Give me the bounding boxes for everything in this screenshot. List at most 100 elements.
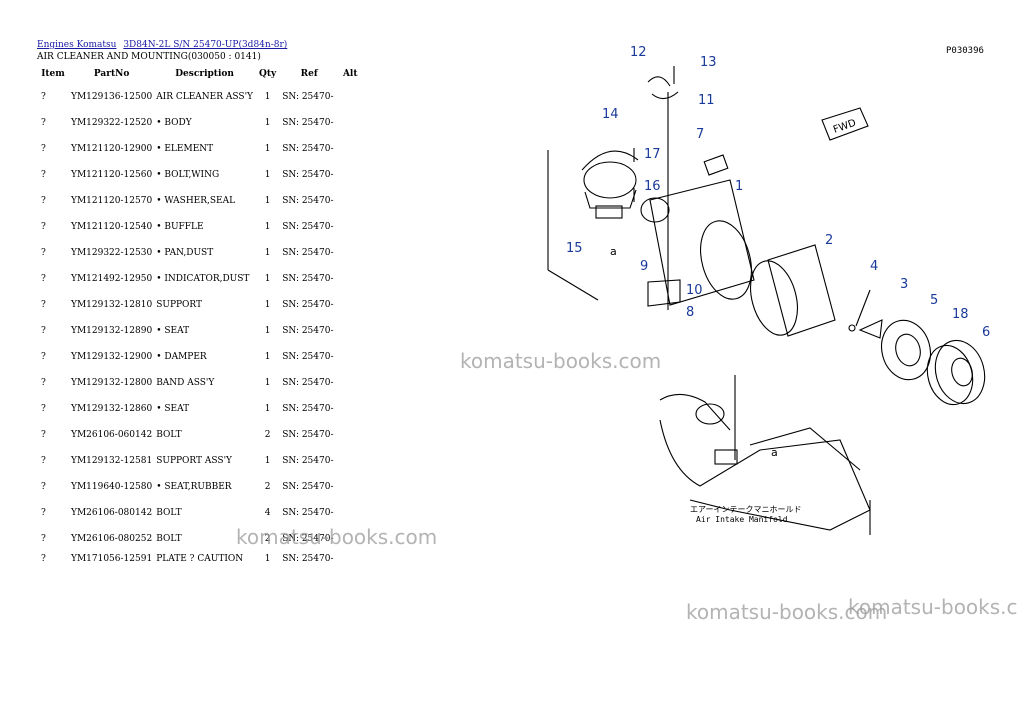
breadcrumb-link-model[interactable]: 3D84N-2L S/N 25470-UP(3d84n-8r): [123, 40, 288, 50]
callout-label: 9: [640, 259, 648, 274]
row-qty: 2: [264, 430, 271, 440]
row-partno: YM171056-12591: [71, 554, 153, 564]
row-qty: 1: [264, 248, 271, 258]
row-ref: SN: 25470-: [282, 378, 334, 388]
row-description: • WASHER,SEAL: [156, 196, 236, 206]
row-alt: [338, 370, 362, 396]
watermark: komatsu-books.com: [236, 525, 438, 549]
callout-label: 5: [930, 293, 938, 308]
section-title: AIR CLEANER AND MOUNTING(030050 : 0141): [37, 52, 261, 62]
row-partno: YM129132-12810: [71, 300, 153, 310]
row-description: • SEAT,RUBBER: [156, 482, 232, 492]
row-ref: SN: 25470-: [282, 92, 334, 102]
row-description: • SEAT: [156, 404, 190, 414]
row-qty: 1: [264, 144, 271, 154]
row-alt: [338, 396, 362, 422]
row-ref: SN: 25470-: [282, 554, 334, 564]
row-ref: SN: 25470-: [282, 300, 334, 310]
col-header-ref: Ref: [300, 68, 318, 79]
row-qty: 1: [264, 352, 271, 362]
callout-label: 3: [900, 277, 908, 292]
callout-label: a: [771, 446, 778, 459]
watermark: komatsu-books.com: [460, 349, 662, 373]
parts-diagram: FWD 12 13 11 14 7 17 16 1 15 a 2 9 10 8 …: [547, 45, 990, 535]
row-alt: [338, 474, 362, 500]
row-alt: [338, 292, 362, 318]
row-qty: 1: [264, 300, 271, 310]
row-ref: SN: 25470-: [282, 274, 334, 284]
callout-label: 6: [982, 325, 990, 340]
row-partno: YM121120-12560: [71, 170, 153, 180]
callout-label: 12: [630, 45, 647, 60]
row-qty: 1: [264, 456, 271, 466]
row-item: ?: [41, 300, 46, 310]
row-partno: YM26106-060142: [71, 430, 153, 440]
row-partno: YM119640-12580: [71, 482, 153, 492]
row-item: ?: [41, 554, 46, 564]
row-description: BAND ASS'Y: [156, 378, 215, 388]
row-qty: 4: [264, 508, 271, 518]
callout-label: a: [610, 245, 617, 258]
row-description: • BOLT,WING: [156, 170, 220, 180]
row-alt: [338, 318, 362, 344]
manifold-label-jp: エアーインテークマニホールド: [690, 505, 802, 514]
row-alt: [338, 266, 362, 292]
callout-label: 16: [644, 179, 661, 194]
row-ref: SN: 25470-: [282, 404, 334, 414]
row-ref: SN: 25470-: [282, 352, 334, 362]
table-header-row: Item PartNo Description Qty Ref Alt: [37, 66, 362, 84]
row-item: ?: [41, 144, 46, 154]
row-item: ?: [41, 326, 46, 336]
row-item: ?: [41, 378, 46, 388]
row-qty: 1: [264, 274, 271, 284]
row-qty: 1: [264, 196, 271, 206]
row-alt: [338, 136, 362, 162]
col-header-item: Item: [41, 68, 65, 79]
row-qty: 2: [264, 482, 271, 492]
row-ref: SN: 25470-: [282, 196, 334, 206]
row-ref: SN: 25470-: [282, 222, 334, 232]
callout-label: 8: [686, 305, 694, 320]
row-partno: YM129132-12890: [71, 326, 153, 336]
row-item: ?: [41, 196, 46, 206]
row-partno: YM121492-12950: [71, 274, 153, 284]
callout-label: 14: [602, 107, 619, 122]
row-partno: YM129132-12581: [71, 456, 153, 466]
row-qty: 1: [264, 222, 271, 232]
row-item: ?: [41, 222, 46, 232]
row-alt: [338, 84, 362, 110]
row-description: BOLT: [156, 534, 182, 544]
breadcrumb: Engines Komatsu 3D84N-2L S/N 25470-UP(3d…: [37, 40, 291, 50]
row-qty: 1: [264, 326, 271, 336]
row-ref: SN: 25470-: [282, 430, 334, 440]
row-qty: 1: [264, 170, 271, 180]
row-alt: [338, 188, 362, 214]
row-item: ?: [41, 482, 46, 492]
row-partno: YM129132-12800: [71, 378, 153, 388]
row-alt: [338, 422, 362, 448]
row-partno: YM26106-080142: [71, 508, 153, 518]
row-qty: 1: [264, 92, 271, 102]
callout-label: 2: [825, 233, 833, 248]
callout-label: 1: [735, 179, 743, 194]
parts-table: Item PartNo Description Qty Ref Alt ?YM1…: [37, 66, 362, 566]
breadcrumb-link-engines[interactable]: Engines Komatsu: [37, 40, 117, 50]
row-description: • PAN,DUST: [156, 248, 214, 258]
row-description: PLATE ? CAUTION: [156, 554, 244, 564]
callout-label: 17: [644, 147, 661, 162]
callout-label: 15: [566, 241, 583, 256]
